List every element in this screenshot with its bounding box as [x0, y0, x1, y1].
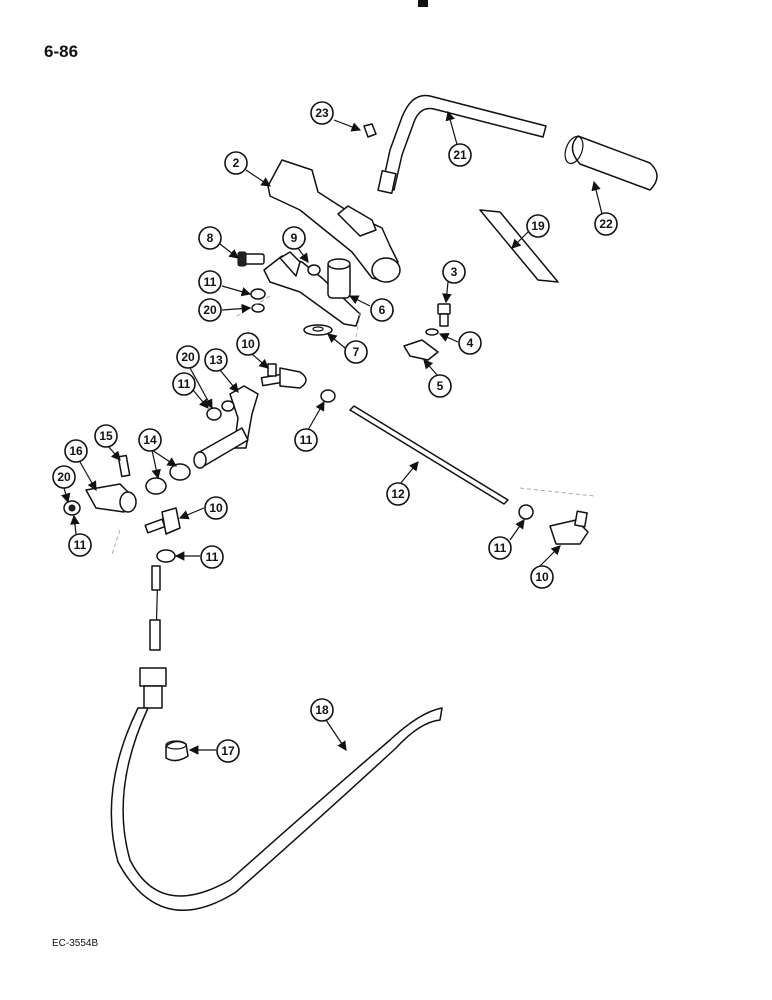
svg-text:20: 20	[57, 470, 71, 484]
callout-10: 10	[530, 565, 554, 589]
callout-11: 11	[68, 533, 92, 557]
callout-15: 15	[94, 424, 118, 448]
lower-plate-part	[263, 251, 361, 327]
small-bush-part	[363, 123, 377, 138]
cable-18-part	[110, 565, 443, 912]
svg-text:11: 11	[178, 377, 191, 391]
page-number: 6-86	[44, 42, 79, 61]
svg-text:11: 11	[74, 538, 87, 552]
nut-11-mid-part	[320, 389, 336, 403]
callout-21: 21	[448, 143, 472, 167]
rod-end-10-upper-part	[260, 363, 307, 389]
top-edge-mark	[418, 0, 428, 7]
clip-5-part	[403, 339, 439, 361]
svg-text:8: 8	[207, 231, 214, 245]
svg-text:10: 10	[241, 337, 255, 351]
gear-lever-part	[377, 94, 547, 194]
svg-text:19: 19	[531, 219, 545, 233]
callout-3: 3	[442, 260, 466, 284]
svg-text:9: 9	[291, 231, 298, 245]
svg-text:15: 15	[99, 429, 113, 443]
callout-11: 11	[198, 270, 222, 294]
callout-9: 9	[282, 226, 306, 250]
svg-text:11: 11	[494, 541, 507, 555]
nut-11-upper-part	[250, 288, 266, 313]
callout-6: 6	[370, 298, 394, 322]
washer-4-part	[425, 328, 439, 336]
svg-text:2: 2	[233, 156, 240, 170]
callout-11: 11	[294, 428, 318, 452]
callout-10: 10	[236, 332, 260, 356]
svg-text:10: 10	[209, 501, 223, 515]
lever-knob-part	[564, 135, 658, 191]
callout-18: 18	[310, 698, 334, 722]
svg-text:11: 11	[206, 550, 219, 564]
nut-11-far-left-part	[63, 500, 81, 516]
callout-4: 4	[458, 331, 482, 355]
callout-22: 22	[594, 212, 618, 236]
callout-8: 8	[198, 226, 222, 250]
callout-13: 13	[204, 348, 228, 372]
callout-20: 20	[52, 465, 76, 489]
callout-10: 10	[204, 496, 228, 520]
callout-2: 2	[224, 151, 248, 175]
svg-text:11: 11	[300, 433, 313, 447]
svg-text:21: 21	[453, 148, 467, 162]
svg-text:17: 17	[221, 744, 235, 758]
bolt-8-part	[237, 251, 265, 267]
bushes-14-part	[145, 463, 191, 495]
svg-text:10: 10	[535, 570, 549, 584]
callout-5: 5	[428, 374, 452, 398]
svg-text:5: 5	[437, 379, 444, 393]
svg-text:13: 13	[209, 353, 223, 367]
reference-code: EC-3554B	[52, 938, 99, 949]
svg-text:3: 3	[451, 265, 458, 279]
svg-text:20: 20	[203, 303, 217, 317]
lever-13-part	[193, 385, 259, 469]
callout-11: 11	[172, 372, 196, 396]
callout-19: 19	[526, 214, 550, 238]
callout-7: 7	[344, 340, 368, 364]
svg-text:18: 18	[315, 703, 329, 717]
callout-11: 11	[200, 545, 224, 569]
rod-12-part	[349, 405, 509, 505]
nut-11-right-part	[518, 504, 534, 520]
grommet-17-part	[165, 740, 189, 762]
bolt-3-part	[437, 303, 451, 327]
callout-20: 20	[176, 345, 200, 369]
nut-11-left-part	[206, 400, 235, 421]
rod-end-10-right-part	[549, 510, 589, 545]
svg-text:11: 11	[204, 275, 217, 289]
nut-11-lower-part	[156, 549, 176, 563]
svg-text:20: 20	[181, 350, 195, 364]
svg-text:4: 4	[467, 336, 474, 350]
upper-bracket-part	[267, 159, 401, 283]
callout-23: 23	[310, 101, 334, 125]
callout-20: 20	[198, 298, 222, 322]
svg-text:7: 7	[353, 345, 360, 359]
pin-15-part	[117, 454, 131, 478]
clevis-16-part	[85, 483, 137, 513]
rod-end-10-lower-left-part	[144, 507, 181, 535]
svg-text:12: 12	[391, 487, 405, 501]
washer-7-part	[303, 324, 333, 336]
callout-12: 12	[386, 482, 410, 506]
callout-14: 14	[138, 428, 162, 452]
callout-11: 11	[488, 536, 512, 560]
callout-17: 17	[216, 739, 240, 763]
svg-text:16: 16	[69, 444, 83, 458]
svg-text:23: 23	[315, 106, 329, 120]
callout-16: 16	[64, 439, 88, 463]
svg-text:22: 22	[599, 217, 613, 231]
svg-text:14: 14	[143, 433, 157, 447]
svg-text:6: 6	[379, 303, 386, 317]
nut-9-part	[307, 264, 321, 276]
